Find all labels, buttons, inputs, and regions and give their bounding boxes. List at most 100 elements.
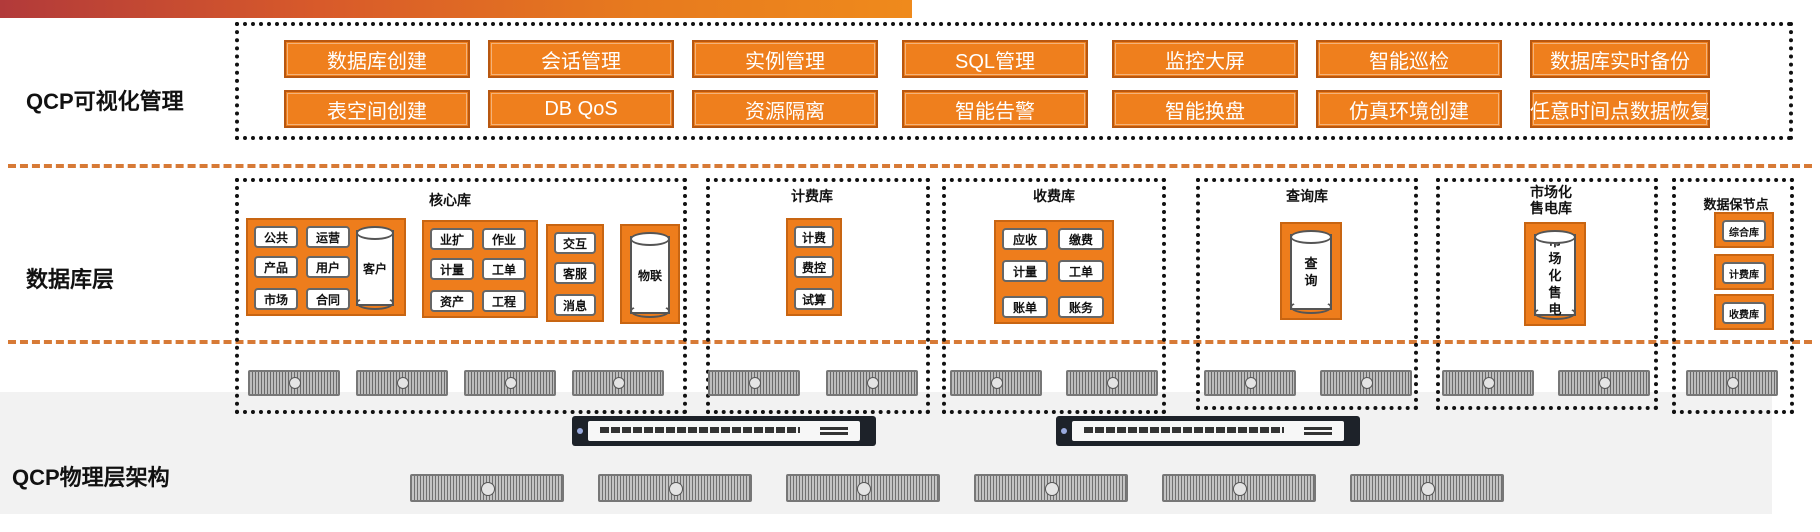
- core-c-item: 客服: [554, 262, 596, 284]
- market-db-char: 售: [1548, 284, 1562, 300]
- server-icon: [598, 474, 752, 502]
- server-icon: [1320, 370, 1412, 396]
- management-panel: [235, 22, 1793, 140]
- core-b-item: 工程: [482, 290, 526, 312]
- protect-item: 综合库: [1722, 220, 1766, 242]
- collection-item: 缴费: [1058, 228, 1104, 250]
- server-icon: [1066, 370, 1158, 396]
- core-a-item: 公共: [254, 226, 298, 248]
- core-a-item: 市场: [254, 288, 298, 310]
- btn-resource-isolation[interactable]: 资源隔离: [692, 90, 878, 128]
- layer-label-database: 数据库层: [26, 267, 115, 292]
- core-a-item: 运营: [306, 226, 350, 248]
- collection-item: 账单: [1002, 296, 1048, 318]
- core-b-item: 业扩: [430, 228, 474, 250]
- server-icon: [1162, 474, 1316, 502]
- switch-led: [577, 428, 583, 434]
- switch-panel: [588, 421, 860, 441]
- switch-buttons: [1304, 425, 1332, 435]
- server-icon: [464, 370, 556, 396]
- collection-item: 计量: [1002, 260, 1048, 282]
- server-icon: [708, 370, 800, 396]
- protect-title: 数据保节点: [1703, 197, 1769, 212]
- core-iot-db: 物联: [630, 232, 670, 318]
- billing-item: 计费: [794, 226, 834, 248]
- market-db-char: 化: [1548, 267, 1562, 283]
- core-customer-db: 客户: [356, 226, 394, 310]
- server-icon: [1558, 370, 1650, 396]
- server-icon: [1442, 370, 1534, 396]
- btn-tablespace-create[interactable]: 表空间创建: [284, 90, 470, 128]
- core-b-item: 工单: [482, 258, 526, 280]
- market-db-char: 场: [1548, 250, 1562, 266]
- switch-led: [1061, 428, 1067, 434]
- collection-item: 工单: [1058, 260, 1104, 282]
- btn-smart-alert[interactable]: 智能告警: [902, 90, 1088, 128]
- server-icon: [974, 474, 1128, 502]
- market-title-line1: 市场化: [1530, 184, 1572, 200]
- protect-item: 收费库: [1722, 302, 1766, 324]
- market-db-char: 市: [1548, 233, 1562, 249]
- switch-ports: [600, 427, 800, 433]
- cluster-protect: [1672, 178, 1794, 414]
- query-title: 查询库: [1286, 188, 1328, 204]
- server-icon: [786, 474, 940, 502]
- divider-db-physical: [8, 340, 1812, 344]
- btn-smart-disk-swap[interactable]: 智能换盘: [1112, 90, 1298, 128]
- cluster-query: [1196, 178, 1418, 410]
- billing-item: 试算: [794, 288, 834, 310]
- server-icon: [572, 370, 664, 396]
- server-icon: [410, 474, 564, 502]
- cluster-billing: [706, 178, 930, 414]
- core-c-item: 交互: [554, 232, 596, 254]
- switch-ports: [1084, 427, 1284, 433]
- btn-monitor-screen[interactable]: 监控大屏: [1112, 40, 1298, 78]
- top-accent-bar: [0, 0, 912, 18]
- switch-panel: [1072, 421, 1344, 441]
- server-icon: [1204, 370, 1296, 396]
- query-db: 查 询: [1290, 230, 1332, 314]
- market-db: 市 场 化 售 电: [1534, 230, 1576, 320]
- network-switch-icon: [1056, 416, 1360, 446]
- core-c-item: 消息: [554, 294, 596, 316]
- cluster-core: [235, 178, 687, 414]
- switch-buttons: [820, 425, 848, 435]
- core-b-item: 计量: [430, 258, 474, 280]
- server-icon: [826, 370, 918, 396]
- btn-session-mgmt[interactable]: 会话管理: [488, 40, 674, 78]
- collection-title: 收费库: [1033, 188, 1075, 204]
- btn-instance-mgmt[interactable]: 实例管理: [692, 40, 878, 78]
- layer-label-management: QCP可视化管理: [26, 89, 184, 114]
- server-icon: [248, 370, 340, 396]
- core-a-item: 用户: [306, 256, 350, 278]
- core-b-item: 作业: [482, 228, 526, 250]
- market-db-char: 电: [1548, 301, 1562, 317]
- btn-sim-env-create[interactable]: 仿真环境创建: [1316, 90, 1502, 128]
- network-switch-icon: [572, 416, 876, 446]
- layer-label-physical: QCP物理层架构: [12, 465, 170, 490]
- server-icon: [950, 370, 1042, 396]
- core-a-item: 产品: [254, 256, 298, 278]
- btn-smart-inspect[interactable]: 智能巡检: [1316, 40, 1502, 78]
- server-icon: [1350, 474, 1504, 502]
- collection-item: 账务: [1058, 296, 1104, 318]
- collection-item: 应收: [1002, 228, 1048, 250]
- cluster-market: [1436, 178, 1658, 410]
- billing-item: 费控: [794, 256, 834, 278]
- market-title: 市场化 售电库: [1516, 184, 1586, 216]
- query-db-char: 询: [1304, 273, 1318, 288]
- server-icon: [356, 370, 448, 396]
- btn-db-create[interactable]: 数据库创建: [284, 40, 470, 78]
- divider-management-db: [8, 164, 1812, 168]
- market-title-line2: 售电库: [1530, 200, 1572, 216]
- server-icon: [1686, 370, 1778, 396]
- core-a-item: 合同: [306, 288, 350, 310]
- btn-sql-mgmt[interactable]: SQL管理: [902, 40, 1088, 78]
- query-db-char: 查: [1304, 256, 1318, 271]
- billing-title: 计费库: [791, 188, 833, 204]
- cluster-collection: [942, 178, 1166, 414]
- btn-pitr-restore[interactable]: 任意时间点数据恢复: [1530, 90, 1710, 128]
- btn-realtime-backup[interactable]: 数据库实时备份: [1530, 40, 1710, 78]
- btn-db-qos[interactable]: DB QoS: [488, 90, 674, 128]
- core-b-item: 资产: [430, 290, 474, 312]
